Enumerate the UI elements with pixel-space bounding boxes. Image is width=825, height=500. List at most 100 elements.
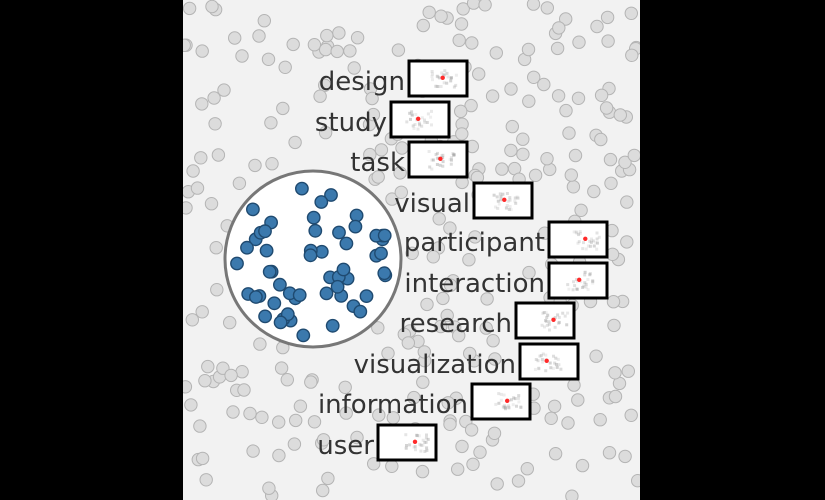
thumbnail-density xyxy=(446,75,450,79)
thumbnail-density xyxy=(424,436,428,440)
thumbnail-density xyxy=(566,311,570,315)
background-point xyxy=(516,132,530,146)
thumbnail-density xyxy=(547,322,551,326)
selected-point xyxy=(314,195,329,209)
thumbnail-density xyxy=(412,445,416,449)
thumbnail-hotspot xyxy=(438,156,443,161)
thumbnail-density xyxy=(423,450,427,453)
thumbnail-density xyxy=(405,120,409,124)
thumbnail-density xyxy=(411,124,415,128)
background-point xyxy=(462,253,476,267)
thumbnail-density xyxy=(404,433,408,437)
background-point xyxy=(417,345,432,359)
thumbnail-density xyxy=(579,280,583,284)
thumbnail-density xyxy=(504,206,508,210)
thumbnail-density xyxy=(577,233,581,237)
selected-point xyxy=(273,315,288,330)
thumbnail-density xyxy=(499,195,503,199)
term-thumbnail xyxy=(389,100,451,139)
term-thumbnail xyxy=(547,261,609,300)
thumbnail-density xyxy=(499,198,503,202)
thumbnail-density xyxy=(516,196,520,200)
thumbnail-density xyxy=(429,115,433,119)
thumbnail-density xyxy=(576,287,579,291)
thumbnail-density xyxy=(566,283,570,287)
background-point xyxy=(257,14,272,28)
background-point xyxy=(224,368,238,383)
thumbnail-density xyxy=(513,199,517,203)
thumbnail-density xyxy=(589,240,593,244)
thumbnail-density xyxy=(578,231,582,235)
term-label-information[interactable]: information xyxy=(318,390,468,420)
background-point xyxy=(198,374,212,388)
selected-point xyxy=(330,279,345,294)
selected-point xyxy=(259,243,274,258)
background-point xyxy=(568,148,583,163)
background-point xyxy=(405,246,419,261)
thumbnail-density xyxy=(539,354,543,357)
thumbnail-density xyxy=(572,230,576,234)
background-point xyxy=(521,42,536,57)
background-point xyxy=(452,33,466,47)
background-point xyxy=(393,166,407,180)
thumbnail-density xyxy=(503,404,507,408)
background-point xyxy=(195,451,210,466)
thumbnail-density xyxy=(516,396,520,400)
background-point xyxy=(385,459,399,473)
background-point xyxy=(338,380,352,394)
background-point xyxy=(422,5,436,19)
term-label-visual[interactable]: visual xyxy=(394,189,470,219)
thumbnail-density xyxy=(425,446,429,450)
background-point xyxy=(464,98,478,113)
term-label-visualization[interactable]: visualization xyxy=(354,350,516,380)
background-point xyxy=(607,318,621,333)
selected-point xyxy=(353,304,368,319)
thumbnail-density xyxy=(553,316,557,320)
background-point xyxy=(274,361,289,375)
background-point xyxy=(624,6,638,20)
term-thumbnail xyxy=(470,382,532,421)
thumbnail-density xyxy=(430,123,433,127)
background-point xyxy=(255,410,269,424)
thumbnail-frame xyxy=(514,301,576,340)
scatter-canvas[interactable]: design study task visual participant int… xyxy=(183,0,640,500)
thumbnail-density xyxy=(595,247,599,251)
thumbnail-density xyxy=(427,150,431,153)
thumbnail-frame xyxy=(376,423,438,462)
background-point xyxy=(248,158,262,173)
background-point xyxy=(350,430,364,445)
term-label-study[interactable]: study xyxy=(315,108,387,138)
thumbnail-density xyxy=(436,75,440,79)
thumbnail-density xyxy=(590,237,593,241)
thumbnail-density xyxy=(417,121,421,125)
background-point xyxy=(280,373,295,387)
thumbnail-density xyxy=(575,278,578,281)
thumbnail-density xyxy=(501,192,505,196)
term-label-user[interactable]: user xyxy=(317,431,374,461)
term-label-participant[interactable]: participant xyxy=(404,228,545,258)
selected-point xyxy=(336,262,351,277)
selected-point xyxy=(374,246,388,261)
term-label-design[interactable]: design xyxy=(319,67,405,97)
term-lens-diagram[interactable]: design study task visual participant int… xyxy=(183,0,640,500)
selected-point xyxy=(377,228,392,243)
term-thumbnail xyxy=(407,140,469,179)
thumbnail-frame xyxy=(518,342,580,381)
term-thumbnail xyxy=(514,301,576,340)
background-point xyxy=(318,125,333,140)
thumbnail-density xyxy=(578,230,582,234)
term-label-interaction[interactable]: interaction xyxy=(404,269,545,299)
background-point xyxy=(195,97,209,111)
term-label-task[interactable]: task xyxy=(350,148,405,178)
background-point xyxy=(485,89,500,103)
thumbnail-density xyxy=(452,153,456,157)
thumbnail-density xyxy=(413,445,417,449)
thumbnail-density xyxy=(410,113,414,117)
thumbnail-density xyxy=(423,440,427,444)
thumbnail-density xyxy=(497,392,501,396)
background-point xyxy=(466,457,480,471)
term-label-research[interactable]: research xyxy=(400,309,512,339)
thumbnail-density xyxy=(541,352,545,356)
thumbnail-frame xyxy=(407,140,469,179)
background-point xyxy=(562,126,576,140)
